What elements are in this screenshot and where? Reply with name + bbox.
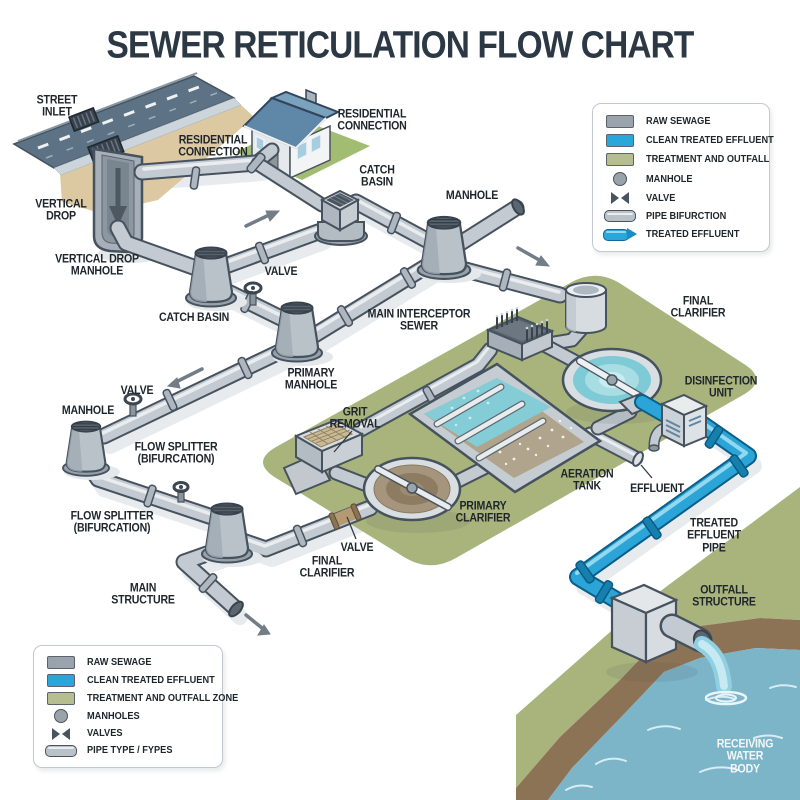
outfall-structure-box xyxy=(606,583,748,706)
label-valve-mid: VALVE xyxy=(264,265,298,278)
roof-ridge xyxy=(269,90,341,120)
valve-icon xyxy=(603,192,637,204)
label-primary-manhole: PRIMARY MANHOLE xyxy=(284,367,338,392)
legend-item-treatment-outfall: TREATMENT AND OUTFALL xyxy=(603,153,769,166)
label-treated-effluent-pipe: TREATED EFFLUENT PIPE xyxy=(687,517,741,555)
primary-clarifier-tank xyxy=(362,456,470,533)
drop-arrow xyxy=(109,168,127,226)
label-vertical-drop: VERTICAL DROP xyxy=(35,198,87,223)
page-title: SEWER RETICULATION FLOW CHART xyxy=(106,24,695,67)
legend-item-pipe-bifurction: PIPE BIFURCTION xyxy=(603,210,759,222)
valve-wheel xyxy=(172,481,190,503)
label-disinfection-unit: DISINFECTION UNIT xyxy=(684,375,758,400)
label-grit-removal: GRIT REMOVAL xyxy=(329,406,381,431)
label-aeration-tank: AERATION TANK xyxy=(560,468,614,493)
label-catch-basin-top: CATCH BASIN xyxy=(359,164,395,189)
pipe-icon xyxy=(603,210,637,222)
legend-item-clean-treated-effluent: CLEAN TREATED EFFLUENT xyxy=(44,673,215,687)
manhole-cone-catch-basin xyxy=(184,246,247,311)
road-grate xyxy=(68,106,100,133)
clean-effluent-swatch-icon xyxy=(44,673,78,687)
treated-effluent-pipe-run xyxy=(569,415,757,616)
label-final-clarifier-upper: FINAL CLARIFIER xyxy=(670,295,726,320)
treatment-swatch-icon xyxy=(44,691,78,705)
label-main-interceptor-sewer: MAIN INTERCEPTOR SEWER xyxy=(367,308,471,333)
disinfection-unit-box xyxy=(648,393,709,452)
main-interceptor-pipe xyxy=(291,249,449,353)
legend-top: RAW SEWAGE CLEAN TREATED EFFLUENT TREATM… xyxy=(592,103,774,252)
open-pipe-end xyxy=(228,600,244,618)
label-flow-splitter-lower: FLOW SPLITTER (BIFURCATION) xyxy=(70,510,154,535)
legend-item-valve: VALVE xyxy=(603,192,759,204)
vertical-drop-shaft xyxy=(92,147,162,263)
label-catch-basin-left: CATCH BASIN xyxy=(158,311,230,324)
leader-lines xyxy=(333,430,653,540)
label-street-inlet: STREET INLET xyxy=(36,94,78,119)
legend-item-manhole: MANHOLE xyxy=(603,172,759,186)
manhole-icon xyxy=(603,172,637,186)
label-valve-left: VALVE xyxy=(120,384,154,397)
label-outfall-structure: OUTFALL STRUCTURE xyxy=(692,584,756,609)
label-flow-splitter-upper: FLOW SPLITTER (BIFURCATION) xyxy=(134,441,218,466)
legend-item-pipe-types: PIPE TYPE / FYPES xyxy=(44,744,212,757)
flow-arrows xyxy=(166,210,551,636)
bar-screen xyxy=(485,306,555,362)
treatment-swatch-icon xyxy=(603,153,637,166)
legend-bottom: RAW SEWAGE CLEAN TREATED EFFLUENT TREATM… xyxy=(33,645,238,768)
label-residential-connection-left: RESIDENTIAL CONNECTION xyxy=(178,134,248,159)
window xyxy=(310,132,322,155)
pipe-icon xyxy=(44,744,78,757)
legend-item-clean-treated-effluent: CLEAN TREATED EFFLUENT xyxy=(603,134,774,147)
water-waves xyxy=(565,684,797,791)
catch-basin-box xyxy=(314,189,368,246)
manhole-cone-junction xyxy=(416,215,481,283)
label-valve-bottom: VALVE xyxy=(340,541,374,554)
legend-item-raw-sewage: RAW SEWAGE xyxy=(44,656,212,670)
legend-item-valves: VALVES xyxy=(44,727,212,740)
label-effluent: EFFLUENT xyxy=(630,482,684,495)
label-manhole-top: MANHOLE xyxy=(445,189,499,202)
valve-inline xyxy=(328,503,362,530)
label-residential-connection-right: RESIDENTIAL CONNECTION xyxy=(337,108,407,133)
label-receiving-water-body: RECEIVING WATER BODY xyxy=(716,738,774,776)
valve-wheel xyxy=(243,281,263,306)
wet-well-cylinder xyxy=(565,282,607,334)
river-water xyxy=(548,648,800,800)
effluent-pipe-cap xyxy=(632,451,644,467)
label-main-structure: MAIN STRUCTURE xyxy=(111,582,175,607)
legend-item-treatment-outfall-zone: TREATMENT AND OUTFALL ZONE xyxy=(44,691,238,705)
manhole-cone-flow-splitter xyxy=(200,502,263,567)
legend-item-manholes: MANHOLES xyxy=(44,709,212,724)
clean-effluent-swatch-icon xyxy=(603,134,637,147)
label-primary-clarifier: PRIMARY CLARIFIER xyxy=(455,500,511,525)
legend-item-raw-sewage: RAW SEWAGE xyxy=(603,115,759,128)
manhole-cone-left xyxy=(61,420,120,480)
grit-removal-basket xyxy=(282,418,365,496)
valve-wheel xyxy=(123,392,143,417)
legend-item-treated-effluent: TREATED EFFLUENT xyxy=(603,228,759,241)
label-final-clarifier-lower: FINAL CLARIFIER xyxy=(299,555,355,580)
label-manhole-left: MANHOLE xyxy=(61,404,115,417)
pipe-couplings xyxy=(143,152,512,594)
raw-sewage-swatch-icon xyxy=(603,115,637,128)
raw-sewage-swatch-icon xyxy=(44,656,78,670)
treated-effluent-arrow-icon xyxy=(603,228,637,241)
valve-icon xyxy=(44,727,78,740)
label-vertical-drop-manhole: VERTICAL DROP MANHOLE xyxy=(55,253,139,278)
open-pipe-end xyxy=(511,198,525,216)
aeration-tank xyxy=(407,362,603,494)
manhole-cone-primary xyxy=(270,301,333,366)
manhole-icon xyxy=(44,709,78,724)
